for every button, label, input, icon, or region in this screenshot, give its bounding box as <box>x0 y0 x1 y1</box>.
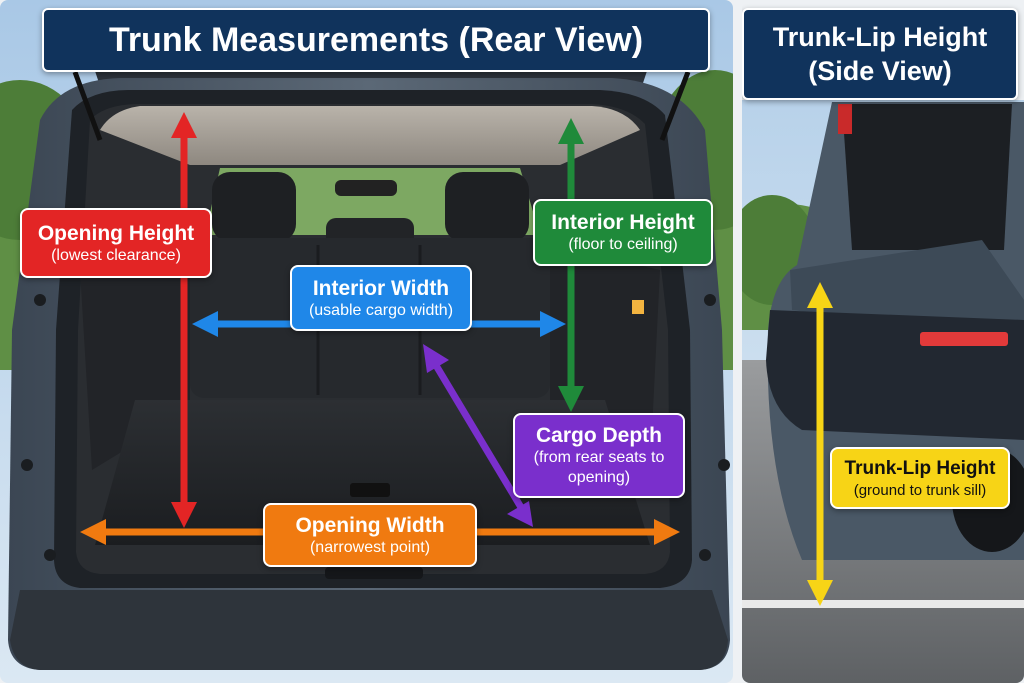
trunk-lip-height-arrow <box>807 282 833 606</box>
opening-height-label: Opening Height (lowest clearance) <box>20 208 212 278</box>
opening-height-arrow <box>171 112 197 528</box>
side-measurement-arrows <box>807 282 833 606</box>
rear-measurement-arrows <box>80 112 680 545</box>
side-view-title: Trunk-Lip Height (Side View) <box>742 8 1018 100</box>
opening-height-title: Opening Height <box>37 221 195 245</box>
interior-height-subtitle: (floor to ceiling) <box>568 236 678 253</box>
cargo-depth-subtitle: (from rear seats to opening) <box>533 449 665 486</box>
cargo-depth-label: Cargo Depth (from rear seats to opening) <box>513 413 685 498</box>
cargo-depth-title: Cargo Depth <box>536 424 662 447</box>
rear-view-title: Trunk Measurements (Rear View) <box>42 8 710 72</box>
interior-height-label: Interior Height (floor to ceiling) <box>533 199 713 266</box>
side-view-illustration <box>742 100 1024 683</box>
interior-width-label: Interior Width (usable cargo width) <box>290 265 472 331</box>
rear-view-panel: Trunk Measurements (Rear View) Opening H… <box>0 0 733 683</box>
interior-width-title: Interior Width <box>312 276 450 300</box>
cargo-depth-arrow <box>423 344 533 527</box>
trunk-lip-height-label: Trunk-Lip Height (ground to trunk sill) <box>830 447 1010 509</box>
interior-width-subtitle: (usable cargo width) <box>308 301 454 319</box>
interior-height-title: Interior Height <box>551 211 695 234</box>
trunk-lip-height-subtitle: (ground to trunk sill) <box>853 481 987 499</box>
opening-width-subtitle: (narrowest point) <box>309 538 431 556</box>
opening-height-subtitle: (lowest clearance) <box>51 246 181 264</box>
opening-width-label: Opening Width (narrowest point) <box>263 503 477 567</box>
side-view-panel: Trunk-Lip Height (Side View) Trunk-Lip H… <box>742 0 1024 683</box>
trunk-lip-height-title: Trunk-Lip Height <box>844 457 996 479</box>
opening-width-title: Opening Width <box>295 513 445 537</box>
rear-view-illustration <box>0 0 733 683</box>
